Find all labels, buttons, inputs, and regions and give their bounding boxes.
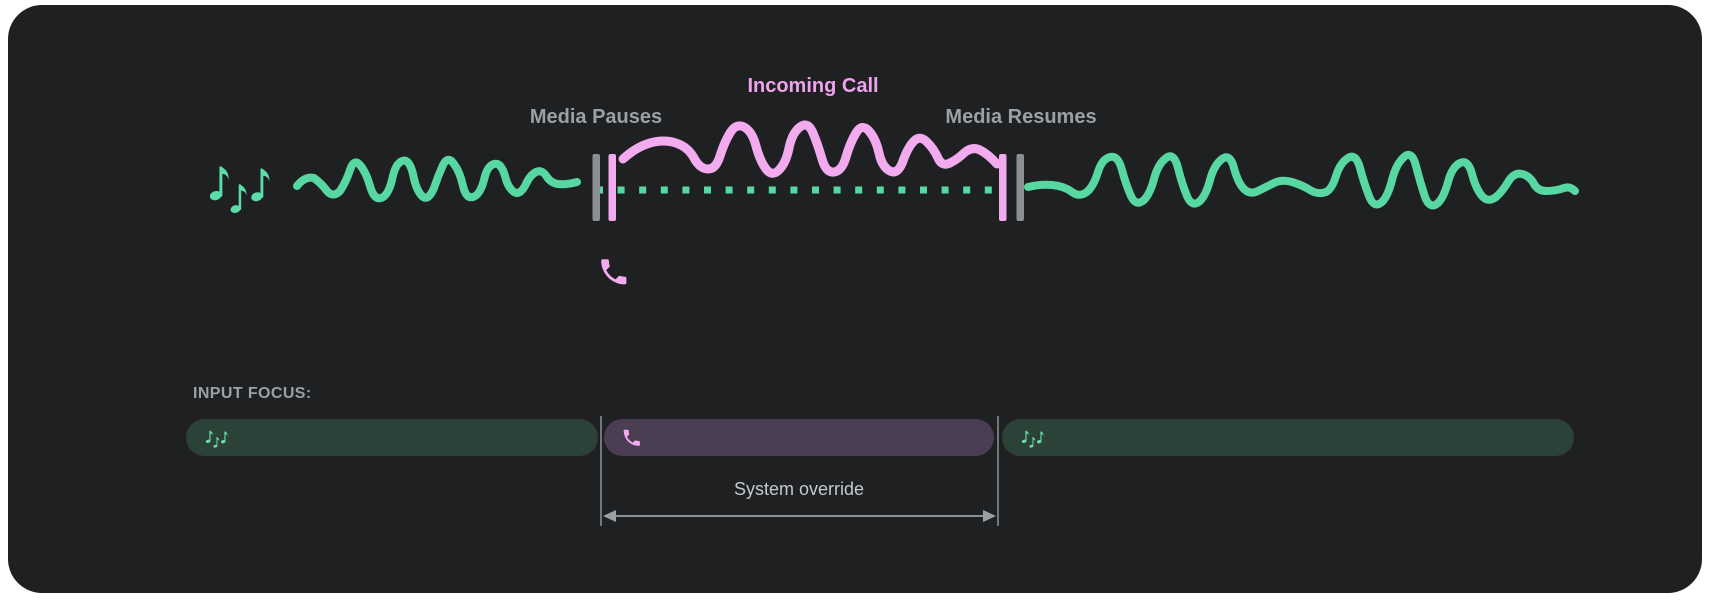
media-pauses-label: Media Pauses <box>529 106 663 128</box>
media-resumes-label: Media Resumes <box>945 106 1097 128</box>
diagram-card <box>8 5 1702 593</box>
focus-segment-media-after <box>1002 419 1574 456</box>
system-override-label: System override <box>733 479 865 499</box>
input-focus-heading: INPUT FOCUS: <box>193 385 312 402</box>
incoming-call-label: Incoming Call <box>747 75 879 97</box>
focus-segment-media-before <box>186 419 598 456</box>
focus-segment-call-override <box>604 419 994 456</box>
